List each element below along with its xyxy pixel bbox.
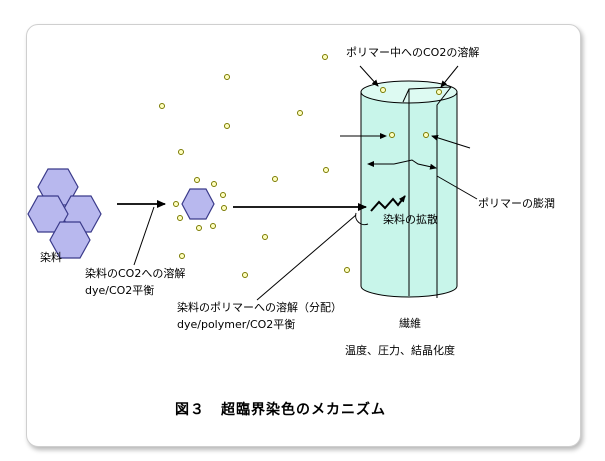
dye-co2-dissolution-label: 染料のCO2への溶解 — [85, 267, 186, 280]
dye-molecule-cluster — [27, 168, 102, 259]
co2-particle — [179, 253, 185, 259]
co2-in-polymer-arrow-right — [440, 65, 459, 88]
co2-particle — [242, 272, 248, 278]
co2-particle — [221, 205, 227, 211]
figure-title: 超臨界染色のメカニズム — [221, 402, 386, 418]
co2-in-polymer-arrow-left — [359, 65, 379, 87]
co2-particle — [159, 103, 165, 109]
figure-number: 図３ — [175, 402, 205, 418]
co2-particle — [323, 167, 329, 173]
dye-co2-leader — [133, 206, 155, 266]
co2-particles — [159, 54, 350, 278]
dye-polymer-co2-equilibrium-label: dye/polymer/CO2平衡 — [177, 318, 296, 331]
co2-particle — [344, 267, 350, 273]
co2-particle — [380, 87, 386, 93]
co2-in-polymer-label: ポリマー中へのCO2の溶解 — [346, 46, 480, 59]
co2-particle — [194, 177, 200, 183]
co2-particle — [211, 181, 217, 187]
co2-particle — [224, 123, 230, 129]
co2-particle — [173, 201, 179, 207]
conditions-label: 温度、圧力、結晶化度 — [345, 344, 455, 357]
particle-arrow-right — [431, 134, 471, 149]
diffusion-zigzag-arrow — [370, 195, 406, 212]
co2-particle — [196, 225, 202, 231]
fiber-label: 繊維 — [399, 317, 421, 330]
co2-particle — [210, 223, 216, 229]
dissolved-dye-hexagon — [181, 188, 215, 220]
co2-particle — [224, 74, 230, 80]
figure-frame — [26, 24, 581, 447]
dye-hexagon — [49, 221, 91, 259]
co2-particle — [220, 192, 226, 198]
dye-label: 染料 — [40, 251, 62, 264]
co2-particle — [297, 110, 303, 116]
co2-particle — [177, 215, 183, 221]
dye-co2-equilibrium-label: dye/CO2平衡 — [85, 284, 155, 297]
co2-particle — [322, 54, 328, 60]
dye-polymer-dissolution-label: 染料のポリマーへの溶解（分配） — [177, 301, 342, 314]
fiber-cylinder — [360, 80, 458, 298]
co2-particle — [423, 132, 429, 138]
polymer-swelling-label: ポリマーの膨潤 — [478, 197, 555, 210]
dye-diffusion-label: 染料の拡散 — [383, 213, 438, 226]
swelling-leader — [436, 175, 478, 200]
co2-particle — [436, 89, 442, 95]
cylinder-cut — [402, 86, 453, 298]
co2-particle — [262, 234, 268, 240]
dye-polymer-leader — [256, 214, 357, 301]
co2-particle — [178, 149, 184, 155]
figure-caption: 図３ 超臨界染色のメカニズム — [175, 399, 386, 419]
co2-particle — [389, 132, 395, 138]
swelling-arrow-right — [393, 159, 437, 170]
co2-particle — [272, 176, 278, 182]
